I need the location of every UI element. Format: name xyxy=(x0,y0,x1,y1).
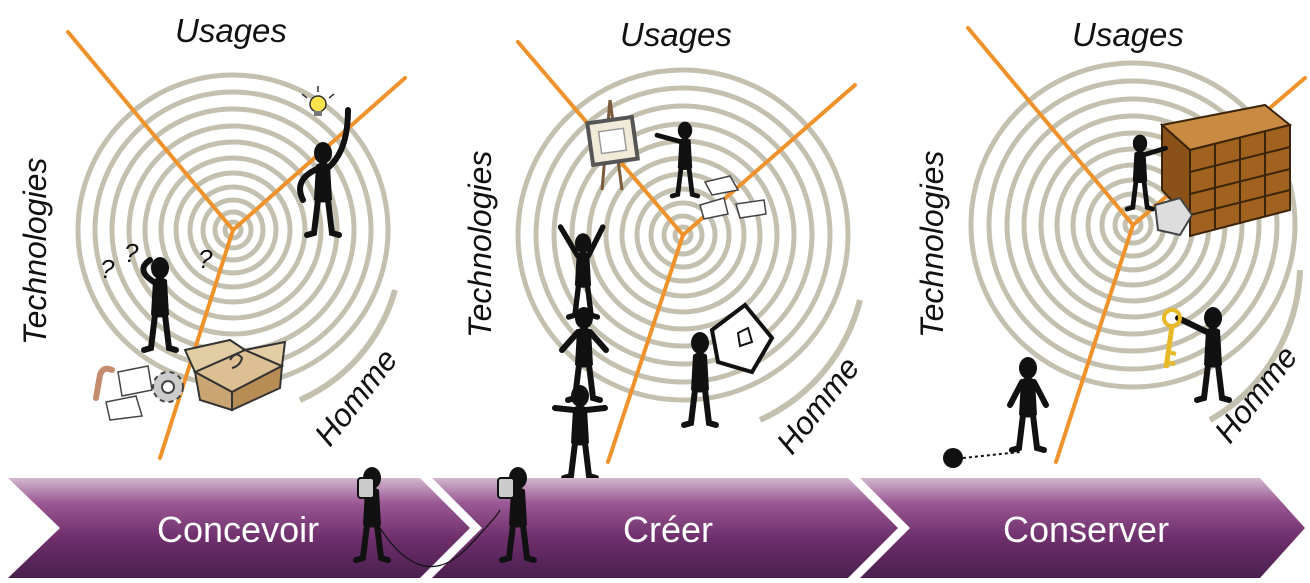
question-mark-icon: ? xyxy=(100,254,115,284)
filing-figure-icon xyxy=(1127,135,1169,209)
crumpled-paper-icon xyxy=(1153,196,1194,237)
usages-label: Usages xyxy=(175,12,287,49)
lightbulb-icon xyxy=(301,86,335,116)
panel-creer: Usages Technologies Homme xyxy=(462,16,866,478)
cardboard-box-icon xyxy=(183,338,287,412)
tin-can-phone-figure-icon xyxy=(497,467,534,560)
usages-label: Usages xyxy=(620,16,732,53)
panel-conserver: Usages Technologies Homme xyxy=(914,16,1307,468)
question-mark-icon: ? xyxy=(124,238,139,268)
sketches-icon xyxy=(699,175,767,220)
tin-can-phone-figure-icon xyxy=(356,467,388,560)
cane-icon xyxy=(93,365,115,401)
step-label-concevoir: Concevoir xyxy=(157,509,319,550)
key-figure-icon xyxy=(1175,307,1229,400)
chevron-creer xyxy=(432,478,898,578)
easel-icon xyxy=(585,99,640,191)
frame-icon xyxy=(736,326,754,348)
acrobat-tower-icon xyxy=(552,224,609,478)
filing-cabinet-icon xyxy=(1159,103,1293,238)
key-icon xyxy=(1162,308,1182,369)
technologies-label: Technologies xyxy=(914,151,950,338)
usages-label: Usages xyxy=(1072,16,1184,53)
step-label-creer: Créer xyxy=(623,509,713,550)
phone-string xyxy=(371,509,501,568)
chained-figure-icon xyxy=(1007,357,1049,450)
process-chevrons: Concevoir Créer Conserver xyxy=(8,467,1305,578)
thinking-figure-icon xyxy=(297,107,351,235)
technologies-label: Technologies xyxy=(462,151,498,338)
technologies-label: Technologies xyxy=(17,158,53,345)
chevron-concevoir xyxy=(8,478,470,578)
gear-icon xyxy=(152,371,184,403)
papers-icon xyxy=(105,365,153,421)
step-label-conserver: Conserver xyxy=(1003,509,1169,550)
confused-figure-icon xyxy=(140,257,176,350)
panel-concevoir: Usages Technologies Homme ? ? ? xyxy=(17,12,407,460)
ball-and-chain-icon xyxy=(943,448,1021,468)
question-mark-icon: ? xyxy=(198,244,213,274)
chevron-conserver xyxy=(860,478,1305,578)
painter-figure-icon xyxy=(654,122,698,196)
frame-icon xyxy=(709,302,775,375)
